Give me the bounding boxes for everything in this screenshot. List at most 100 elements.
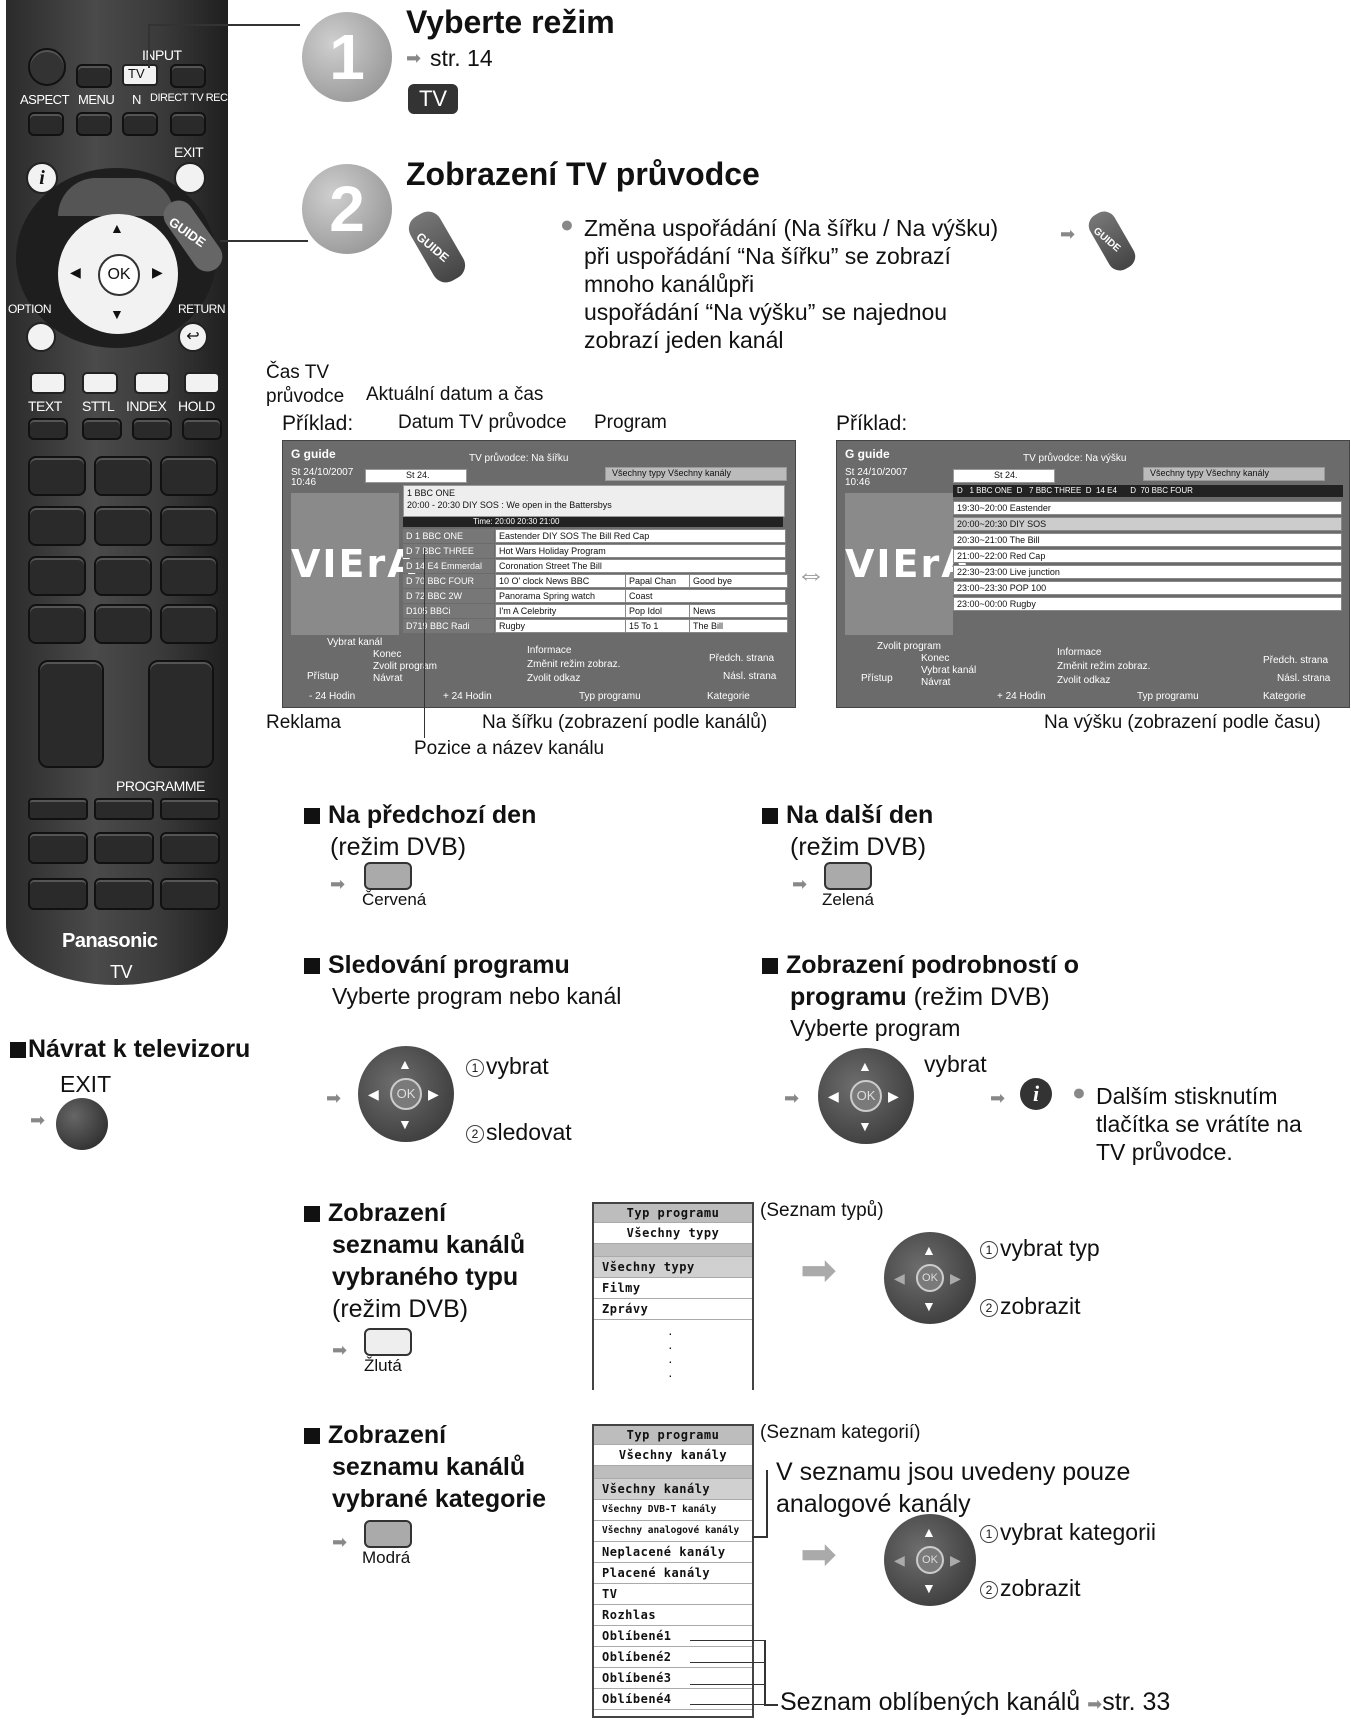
cat-list-item[interactable]: Oblíbené4	[594, 1689, 752, 1710]
rec-button-3[interactable]	[160, 798, 220, 820]
input-button[interactable]	[170, 64, 206, 88]
portrait-program-row[interactable]: 19:30~20:00 Eastender	[953, 501, 1342, 515]
power-button[interactable]	[28, 48, 66, 86]
sttl-button[interactable]	[82, 418, 122, 440]
landscape-channel-cell[interactable]: D 70 BBC FOUR	[403, 574, 494, 588]
type-list-item[interactable]: Všechny typy	[594, 1257, 752, 1278]
number-key-7[interactable]	[28, 556, 86, 596]
rec-button-1[interactable]	[28, 798, 88, 820]
number-key-12[interactable]	[160, 604, 218, 644]
portrait-program-row[interactable]: 22:30~23:00 Live junction	[953, 565, 1342, 579]
channel-rocker[interactable]	[148, 660, 214, 768]
cat-list-item[interactable]: TV	[594, 1584, 752, 1605]
red-button[interactable]	[30, 372, 66, 394]
landscape-program-cell[interactable]: Pop Idol	[625, 604, 692, 618]
portrait-date-tab[interactable]: St 24.	[953, 469, 1055, 483]
cat-list-item[interactable]: Rozhlas	[594, 1605, 752, 1626]
number-key-8[interactable]	[94, 556, 152, 596]
volume-rocker[interactable]	[38, 660, 104, 768]
landscape-program-cell[interactable]: 10 O' clock News BBC	[495, 574, 628, 588]
landscape-program-cell[interactable]: The Bill	[689, 619, 788, 633]
rec-button-2[interactable]	[94, 798, 154, 820]
portrait-footer-cat: Kategorie	[1263, 691, 1306, 702]
cat-list-item[interactable]: Neplacené kanály	[594, 1542, 752, 1563]
landscape-channel-cell[interactable]: D 72 BBC 2W	[403, 589, 494, 603]
portrait-program-row[interactable]: 20:00~20:30 DIY SOS	[953, 517, 1342, 531]
number-key-6[interactable]	[160, 506, 218, 546]
landscape-program-cell[interactable]: Papal Chan	[625, 574, 692, 588]
landscape-program-cell[interactable]: Panorama Spring watch	[495, 589, 628, 603]
blue-button[interactable]	[184, 372, 220, 394]
playback-button-3[interactable]	[160, 832, 220, 864]
landscape-channel-cell[interactable]: D 1 BBC ONE	[403, 529, 494, 543]
cat-list-item[interactable]: Všechny DVB-T kanály	[594, 1500, 752, 1521]
number-key-3[interactable]	[160, 456, 218, 496]
cat-list-item[interactable]: Všechny analogové kanály	[594, 1521, 752, 1542]
landscape-channel-cell[interactable]: D 7 BBC THREE	[403, 544, 494, 558]
portrait-program-row[interactable]: 23:00~00:00 Rugby	[953, 597, 1342, 611]
cat-list-item[interactable]: Všechny kanály	[594, 1479, 752, 1500]
landscape-program-cell[interactable]: News	[689, 604, 788, 618]
number-key-10[interactable]	[28, 604, 86, 644]
landscape-date-tab[interactable]: St 24.	[365, 469, 467, 483]
number-key-1[interactable]	[28, 456, 86, 496]
cat-list-item[interactable]: Oblíbené3	[594, 1668, 752, 1689]
landscape-program-cell[interactable]: 15 To 1	[625, 619, 692, 633]
left-arrow-icon[interactable]: ◀	[70, 264, 81, 280]
number-key-5[interactable]	[94, 506, 152, 546]
playback-button-6[interactable]	[160, 878, 220, 910]
menu-button[interactable]	[76, 112, 112, 136]
landscape-program-cell[interactable]: Rugby	[495, 619, 628, 633]
playback-button-1[interactable]	[28, 832, 88, 864]
aspect-button[interactable]	[28, 112, 64, 136]
landscape-channel-cell[interactable]: D 14 E4 Emmerdal	[403, 559, 494, 573]
portrait-program-row[interactable]: 20:30~21:00 The Bill	[953, 533, 1342, 547]
return-button[interactable]: ↩	[178, 322, 208, 352]
watch-down-icon: ▼	[398, 1116, 412, 1132]
landscape-program-cell[interactable]: Good bye	[689, 574, 788, 588]
landscape-program-cell[interactable]: Coast	[625, 589, 786, 603]
n-button[interactable]	[122, 112, 158, 136]
number-key-2[interactable]	[94, 456, 152, 496]
tv-button[interactable]: TV	[122, 64, 158, 86]
number-key-4[interactable]	[28, 506, 86, 546]
green-button[interactable]	[82, 372, 118, 394]
option-button[interactable]	[26, 322, 56, 352]
down-arrow-icon[interactable]: ▼	[110, 306, 124, 322]
number-key-0[interactable]	[94, 604, 152, 644]
type-list-item[interactable]: Filmy	[594, 1278, 752, 1299]
up-arrow-icon[interactable]: ▲	[110, 220, 124, 236]
landscape-program-cell[interactable]: I'm A Celebrity	[495, 604, 628, 618]
hold-button[interactable]	[182, 418, 222, 440]
number-key-9[interactable]	[160, 556, 218, 596]
text-button[interactable]	[28, 418, 68, 440]
button-blank-1[interactable]	[76, 64, 112, 88]
annotation-guide-time-2: průvodce	[266, 386, 345, 407]
step1-number: 1	[302, 12, 392, 102]
cat-list-item[interactable]: Oblíbené1	[594, 1626, 752, 1647]
landscape-channel-cell[interactable]: D105 BBCi	[403, 604, 494, 618]
landscape-program-cell[interactable]: Eastender DIY SOS The Bill Red Cap	[495, 529, 786, 543]
nav-top-arc[interactable]	[58, 178, 174, 216]
right-arrow-icon[interactable]: ▶	[152, 264, 163, 280]
direct-tv-rec-button[interactable]	[170, 112, 206, 136]
index-button[interactable]	[132, 418, 172, 440]
cat-list-item[interactable]: Oblíbené2	[594, 1647, 752, 1668]
playback-button-4[interactable]	[28, 878, 88, 910]
landscape-footer-access: Přístup	[307, 671, 339, 682]
portrait-program-row[interactable]: 23:00~23:30 POP 100	[953, 581, 1342, 595]
ok-button[interactable]: OK	[98, 254, 140, 296]
exit-button[interactable]	[174, 162, 206, 194]
yellow-button[interactable]	[134, 372, 170, 394]
playback-button-2[interactable]	[94, 832, 154, 864]
landscape-channel-cell[interactable]: D719 BBC Radi	[403, 619, 494, 633]
cat-list-item[interactable]: Placené kanály	[594, 1563, 752, 1584]
playback-button-5[interactable]	[94, 878, 154, 910]
type-list-item[interactable]: Zprávy	[594, 1299, 752, 1320]
portrait-filter[interactable]: Všechny typy Všechny kanály	[1143, 467, 1325, 481]
portrait-program-row[interactable]: 21:00~22:00 Red Cap	[953, 549, 1342, 563]
landscape-program-cell[interactable]: Coronation Street The Bill	[495, 559, 786, 573]
landscape-program-cell[interactable]: Hot Wars Holiday Program	[495, 544, 786, 558]
landscape-filter[interactable]: Všechny typy Všechny kanály	[605, 467, 787, 481]
